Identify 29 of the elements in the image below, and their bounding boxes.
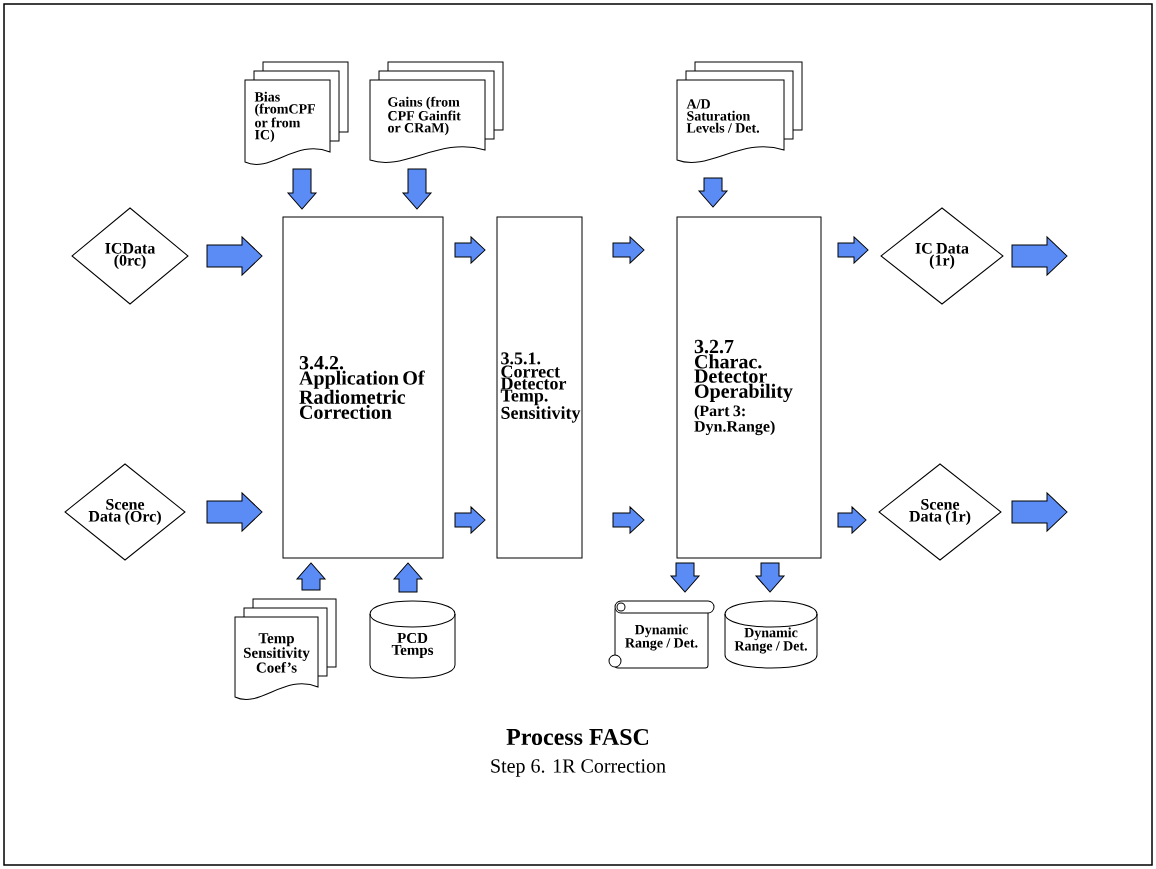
- database-cylinder: Dynamic Range / Det.: [724, 600, 818, 669]
- block-arrow: [612, 506, 645, 534]
- block-arrow: [837, 236, 869, 264]
- document-stack: Bias (fromCPF or from IC): [244, 61, 349, 165]
- document-stack: Gains (from CPF Gainfit or CRaM): [369, 61, 504, 163]
- block-arrow: [755, 562, 785, 593]
- title: Process FASC: [506, 728, 649, 746]
- block-arrow: [670, 562, 700, 593]
- block-arrow: [837, 506, 867, 534]
- database-cylinder: PCD Temps: [369, 600, 456, 679]
- block-arrow: [1011, 492, 1068, 532]
- block-arrow: [698, 177, 728, 208]
- document-stack: Temp Sensitivity Coef’s: [234, 598, 337, 700]
- scroll-document: Dynamic Range / Det.: [608, 600, 715, 669]
- block-arrow: [454, 506, 486, 534]
- block-arrow: [287, 168, 317, 210]
- block-arrow: [454, 236, 486, 264]
- block-arrow: [393, 562, 423, 593]
- process-box: 3.5.1. Correct Detector Temp. Sensitivity: [496, 216, 583, 559]
- document-stack: A/D Saturation Levels / Det.: [676, 61, 803, 163]
- process-box: 3.2.7 Charac. Detector Operability (Part 3: Dyn.Range): [676, 216, 822, 559]
- block-arrow: [612, 236, 645, 264]
- caption: Step 6. 1R Correction: [491, 759, 666, 777]
- block-arrow: [1011, 236, 1068, 276]
- block-arrow: [296, 562, 326, 591]
- block-arrow: [206, 492, 263, 532]
- block-arrow: [206, 236, 263, 276]
- process-box: 3.4.2. Application Of Radiometric Correction: [282, 216, 444, 559]
- block-arrow: [402, 168, 432, 210]
